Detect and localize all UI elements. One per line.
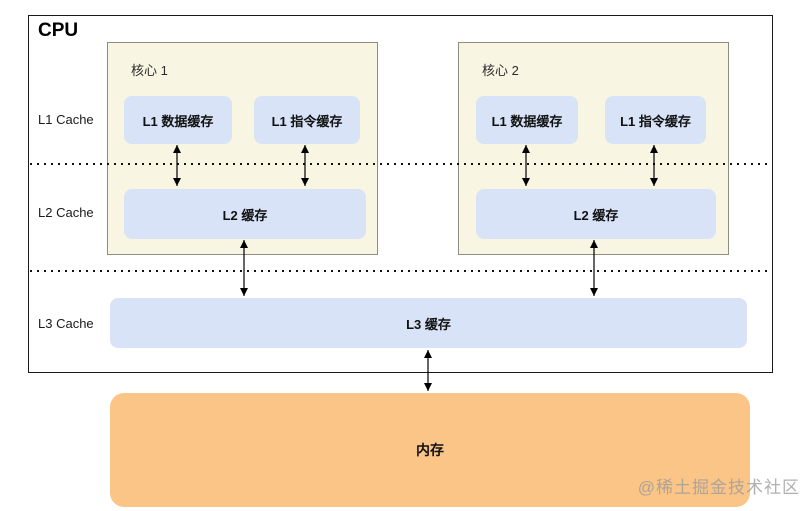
cpu-title: CPU — [38, 20, 79, 41]
core-2-title: 核心 2 — [482, 63, 519, 78]
core-2-l2-cache-box: L2 缓存 — [476, 189, 716, 239]
watermark-text: @稀土掘金技术社区 — [637, 478, 800, 497]
core-2-l1-instruction-cache-box: L1 指令缓存 — [605, 96, 706, 144]
row-label-l1-cache: L1 Cache — [38, 112, 94, 127]
core-2-box: 核心 2 L1 数据缓存 L1 指令缓存 L2 缓存 — [458, 42, 729, 255]
row-label-l3-cache: L3 Cache — [38, 316, 94, 331]
core-1-l1-instruction-cache-box: L1 指令缓存 — [254, 96, 360, 144]
core-2-l1-data-cache-box: L1 数据缓存 — [476, 96, 578, 144]
core-1-l1-data-cache-box: L1 数据缓存 — [124, 96, 232, 144]
core-1-box: 核心 1 L1 数据缓存 L1 指令缓存 L2 缓存 — [107, 42, 378, 255]
core-1-l2-cache-box: L2 缓存 — [124, 189, 366, 239]
core-1-title: 核心 1 — [131, 63, 168, 78]
row-label-l2-cache: L2 Cache — [38, 205, 94, 220]
memory-box: 内存 — [110, 393, 750, 507]
l3-cache-box: L3 缓存 — [110, 298, 747, 348]
cpu-container-box — [28, 15, 773, 373]
